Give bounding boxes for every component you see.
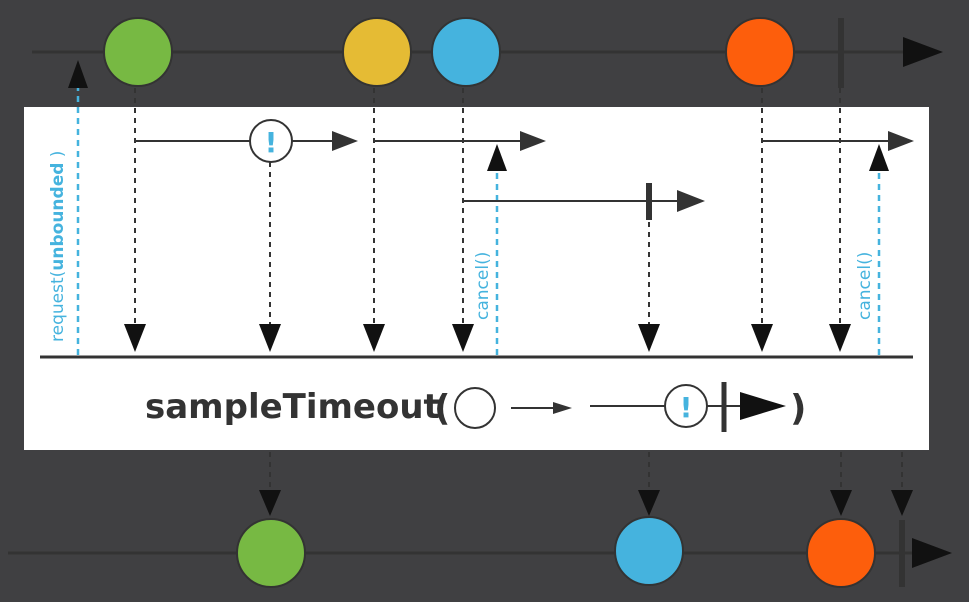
signature-error-mark: ! (680, 391, 693, 424)
inner-timeline-3 (463, 183, 705, 352)
output-marble-blue (614, 516, 684, 586)
source-marble-yellow (342, 17, 412, 87)
inner-timeline-1: ! (135, 119, 358, 352)
inner-error-marble (249, 119, 293, 163)
request-label: request(unbounded ) (48, 151, 68, 342)
operator-open-paren: ( (434, 388, 450, 429)
cancel-label-2: cancel() (855, 252, 875, 320)
source-marble-green (103, 17, 173, 87)
source-timeline (32, 17, 943, 88)
output-timeline-arrowhead (912, 538, 952, 568)
source-timeline-arrowhead (903, 37, 943, 67)
request-arrow-head (68, 60, 88, 88)
source-drop-lines (124, 88, 851, 352)
operator-close-paren: ) (790, 388, 806, 429)
operator-box: request(unbounded ) ! (24, 60, 929, 450)
output-marble-green (236, 518, 306, 588)
signature-error-marble (664, 384, 708, 428)
signature-timeline-arrowhead (740, 392, 786, 420)
operator-signature: sampleTimeout ( ! ) (145, 382, 806, 432)
output-timeline (8, 516, 952, 588)
operator-name: sampleTimeout (145, 387, 440, 427)
output-marble-orange (806, 518, 876, 588)
cancel-label-1: cancel() (473, 252, 493, 320)
inner-error-mark: ! (265, 126, 278, 159)
source-marble-blue (431, 17, 501, 87)
output-drop-lines (259, 452, 913, 516)
source-marble-orange (725, 17, 795, 87)
signature-marble (454, 387, 496, 429)
signature-map-arrow (553, 402, 572, 414)
inner-timeline-4: cancel() (762, 131, 914, 355)
